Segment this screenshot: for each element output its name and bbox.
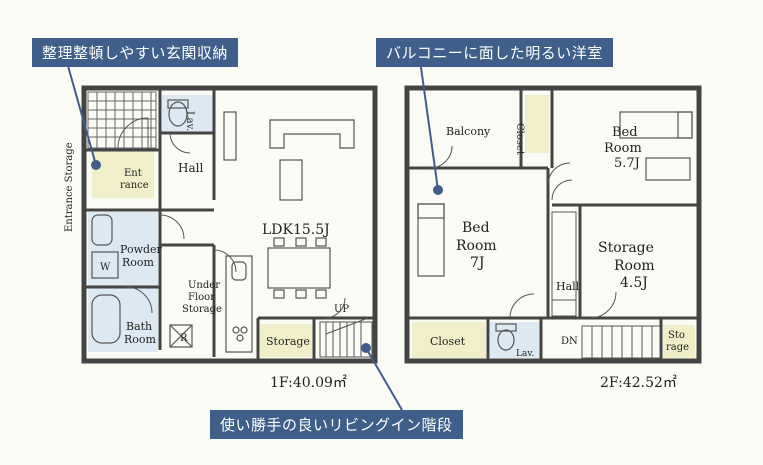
powder-room-label-2: Room xyxy=(122,256,155,269)
bed-7j-label-1: Bed xyxy=(462,220,490,236)
storage-room-label-2: Room xyxy=(614,258,655,274)
sofa-icon xyxy=(269,119,355,149)
callout-entrance-storage: 整理整頓しやすい玄関収納 xyxy=(32,38,238,67)
bath-room-label-1: Bath xyxy=(126,320,152,333)
bathtub-icon xyxy=(91,294,121,344)
washer-icon xyxy=(91,251,119,279)
under-floor-label-2: Floor xyxy=(188,292,215,303)
floor1-outer-wall xyxy=(81,85,378,364)
pointer-living-stairs xyxy=(365,347,403,411)
storage-1f-label: Storage xyxy=(266,335,310,348)
floor1-area-label: 1F:40.09㎡ xyxy=(270,375,347,391)
bath-room-floor xyxy=(88,287,158,352)
closet-top-floor xyxy=(525,95,549,153)
entrance-storage-label: Entrance Storage xyxy=(64,142,75,232)
dn-label: DN xyxy=(561,336,578,347)
storage-room-label-3: 4.5J xyxy=(620,275,648,291)
pointer-balcony-room xyxy=(419,59,439,191)
bed-7j-label-2: Room xyxy=(456,238,497,254)
balcony-label: Balcony xyxy=(446,125,491,138)
bed-5j-label-2: Room xyxy=(604,141,642,156)
storage-2f-label-2: rage xyxy=(666,342,689,353)
callout-balcony-room: バルコニーに面した明るい洋室 xyxy=(376,38,613,67)
fridge-icon xyxy=(169,324,193,348)
powder-room-floor xyxy=(88,212,158,287)
storage-floor-1f xyxy=(260,324,312,357)
bed-5j-label-1: Bed xyxy=(612,125,638,140)
floor2-area-label: 2F:42.52㎡ xyxy=(600,375,677,391)
fridge-label: R xyxy=(180,333,188,344)
sink-icon xyxy=(91,214,113,246)
hall-1f-label: Hall xyxy=(178,161,203,175)
floor1-fixtures xyxy=(91,99,355,353)
callout-pointers xyxy=(67,59,443,411)
hall-2f-label: Hall xyxy=(556,280,580,293)
storage-2f-floor xyxy=(663,325,695,358)
floor2-outer-wall xyxy=(404,85,702,364)
coffee-table-icon xyxy=(279,159,303,201)
tv-board-icon xyxy=(223,111,237,161)
lav-2f-label: Lav. xyxy=(516,349,534,359)
closet-bottom-label: Closet xyxy=(430,335,466,348)
washer-label: W xyxy=(100,262,111,273)
dining-table-icon xyxy=(267,247,331,289)
under-floor-label-3: Storage xyxy=(182,304,222,315)
toilet-2f-icon xyxy=(497,329,515,351)
callout-living-stairs: 使い勝手の良いリビングイン階段 xyxy=(210,410,463,439)
entrance-label-2: rance xyxy=(120,180,149,191)
floor2-plan: Balcony Closet Bed Room 5.7J Bed Room 7J… xyxy=(404,85,702,364)
bath-room-label-2: Room xyxy=(124,333,157,346)
desk-icon xyxy=(645,157,691,181)
storage-room-label-1: Storage xyxy=(598,240,654,256)
ldk-label: LDK15.5J xyxy=(262,222,330,238)
powder-room-label-1: Powder xyxy=(120,243,163,256)
lav-1f-label: Lav. xyxy=(184,111,195,131)
floor1-internal-walls xyxy=(86,90,375,359)
bed-7j-label-3: 7J xyxy=(470,255,485,271)
closet-top-label: Closet xyxy=(514,123,525,155)
toilet-1f-icon xyxy=(168,101,188,127)
under-floor-label-1: Under xyxy=(188,280,220,291)
floor2-fixtures xyxy=(417,111,693,351)
floor1-stairs xyxy=(319,317,373,358)
up-label: UP xyxy=(334,304,349,315)
kitchen-sink-icon xyxy=(231,261,247,281)
entrance-label-1: Ent xyxy=(124,168,142,179)
floor2-internal-walls xyxy=(409,90,697,359)
floor1-plan: Lav. Hall Ent rance Entrance Storage Pow… xyxy=(64,85,378,364)
entrance-storage-floor xyxy=(92,150,154,198)
floor2-stairs xyxy=(551,211,661,359)
closet-bottom-floor xyxy=(412,322,486,358)
floor2-doors xyxy=(429,145,617,319)
pointer-entrance-storage xyxy=(67,65,97,166)
bed-7j-icon xyxy=(417,203,445,277)
entrance-tiles xyxy=(87,91,157,149)
storage-2f-label-1: Sto xyxy=(668,330,685,341)
kitchen-counter xyxy=(225,255,253,353)
bed-5j-label-3: 5.7J xyxy=(614,156,640,171)
